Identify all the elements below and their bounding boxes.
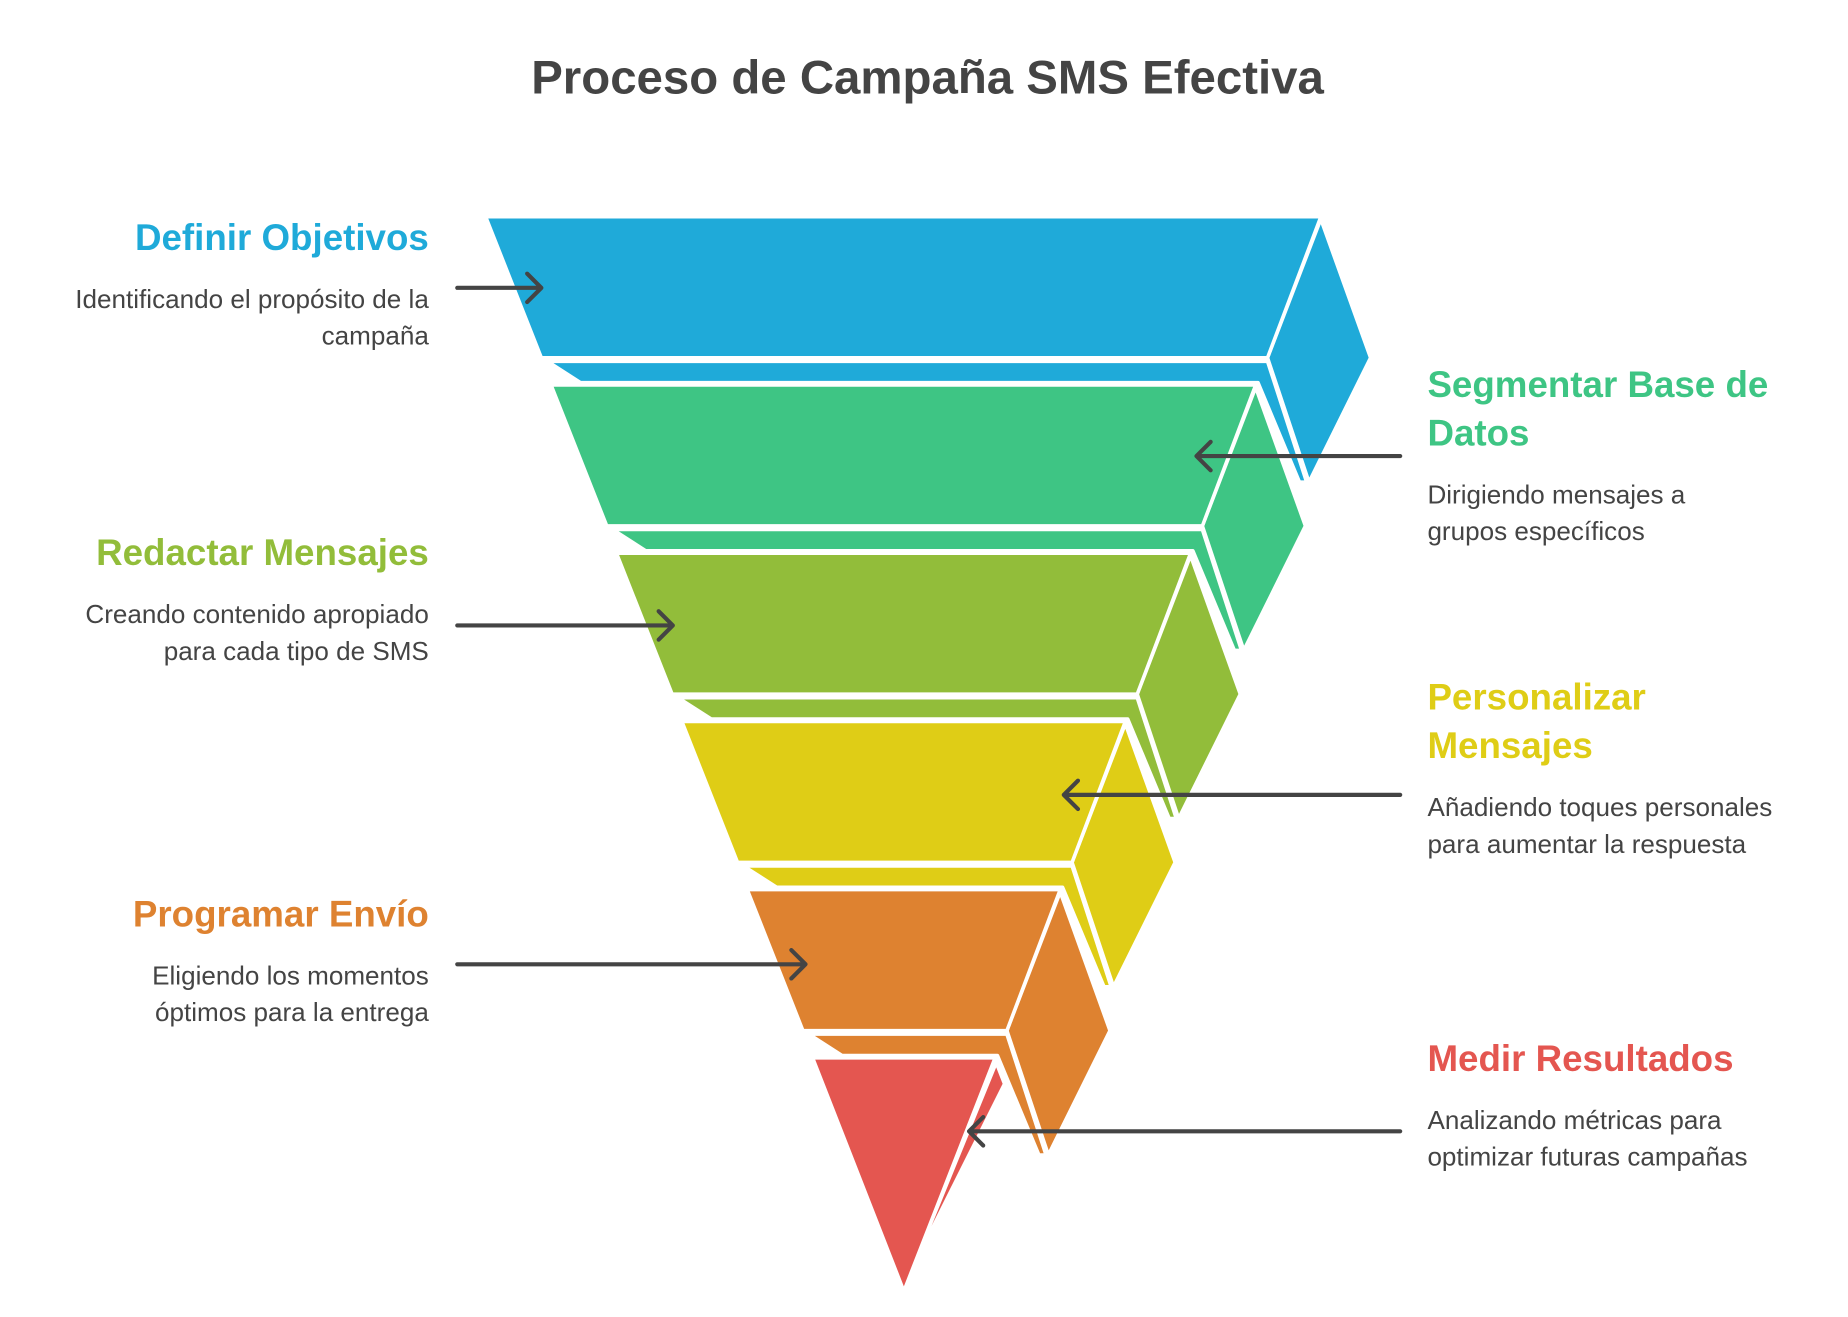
stage-description: Identificando el propósito de la campaña — [75, 284, 429, 351]
stage-label-5: Programar Envío Eligiendo los momentos ó… — [26, 890, 429, 1031]
arrow-icon — [1061, 778, 1403, 812]
funnel-front-face — [549, 383, 1258, 528]
arrow-icon — [455, 609, 675, 642]
stage-heading: Personalizar Mensajes — [1427, 676, 1646, 767]
funnel-front-face — [614, 551, 1193, 696]
funnel-front-face — [810, 1056, 997, 1293]
arrow-icon — [1194, 439, 1403, 473]
arrow-icon — [966, 1115, 1403, 1148]
funnel-bottom-rim — [807, 1032, 1048, 1157]
stage-description: Creando contenido apropiado para cada ti… — [85, 599, 429, 666]
arrow-icon — [455, 271, 544, 305]
stage-description: Añadiendo toques personales para aumenta… — [1427, 792, 1773, 859]
funnel-bottom-rim — [545, 359, 1309, 484]
diagram-title: Proceso de Campaña SMS Efectiva — [531, 52, 1324, 105]
stage-description: Dirigiendo mensajes a grupos específicos — [1427, 479, 1686, 547]
funnel-bottom-rim — [676, 695, 1179, 821]
stage-description: Analizando métricas para optimizar futur… — [1427, 1105, 1748, 1172]
funnel-front-face — [483, 215, 1323, 360]
stage-heading: Definir Objetivos — [134, 216, 429, 259]
stage-label-2: Segmentar Base de Datos Dirigiendo mensa… — [1427, 360, 1830, 550]
stage-heading: Segmentar Base de Datos — [1427, 363, 1769, 454]
stage-label-4: Personalizar Mensajes Añadiendo toques p… — [1427, 673, 1830, 863]
funnel-front-face — [745, 887, 1062, 1033]
stage-label-1: Definir Objetivos Identificando el propó… — [26, 213, 429, 354]
arrow-icon — [455, 947, 808, 981]
funnel-front-face — [680, 719, 1128, 865]
stage-heading: Redactar Mensajes — [96, 531, 429, 574]
funnel-bottom-rim — [610, 527, 1244, 653]
stage-label-6: Medir Resultados Analizando métricas par… — [1427, 1034, 1830, 1175]
stage-heading: Medir Resultados — [1427, 1037, 1734, 1080]
stage-description: Eligiendo los momentos óptimos para la e… — [152, 960, 429, 1028]
funnel-bottom-rim — [741, 864, 1113, 989]
stage-heading: Programar Envío — [132, 893, 429, 935]
stage-label-3: Redactar Mensajes Creando contenido apro… — [26, 528, 429, 669]
